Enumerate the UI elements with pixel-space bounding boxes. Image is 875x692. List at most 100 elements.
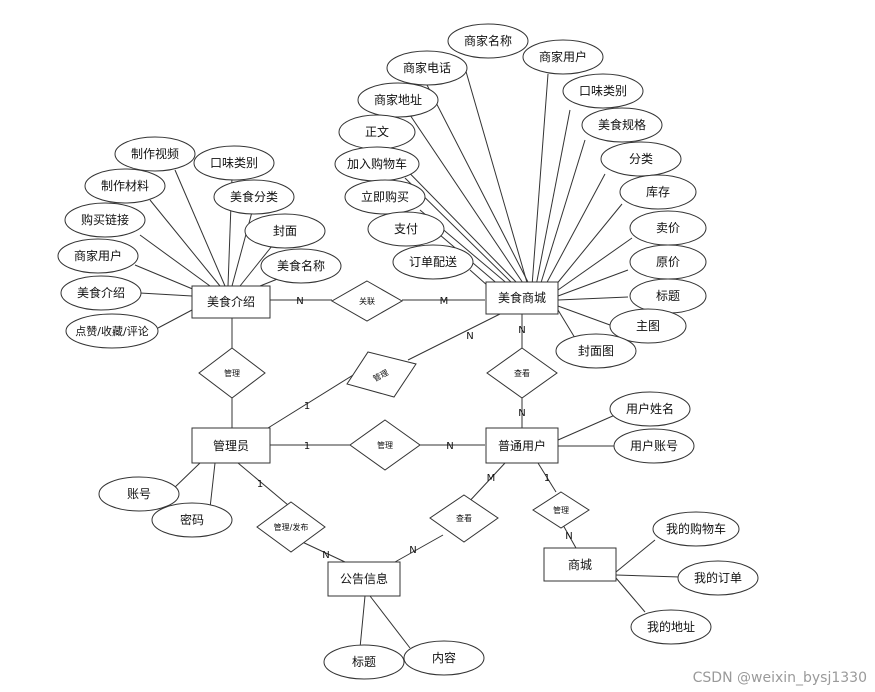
entity-meishishangcheng: 美食商城 bbox=[485, 281, 559, 315]
attr-intro-kouweileibie: 口味类别 bbox=[193, 145, 275, 181]
attr-mall-shangjiamingcheng: 商家名称 bbox=[447, 23, 529, 59]
attr-mall-dingdanpeisong: 订单配送 bbox=[392, 244, 474, 280]
attribute-label: 加入购物车 bbox=[347, 156, 407, 171]
attr-intro-meishifenlei: 美食分类 bbox=[213, 179, 295, 215]
attr-shop-wodedingdan: 我的订单 bbox=[677, 560, 759, 596]
attribute-label: 我的购物车 bbox=[666, 521, 726, 536]
attr-user-yonghuzhanghao: 用户账号 bbox=[613, 428, 695, 464]
attribute-label: 用户账号 bbox=[630, 438, 678, 453]
relationship-guanli-shop: 管理 bbox=[532, 491, 590, 529]
attr-mall-zhutu: 主图 bbox=[609, 308, 687, 344]
entity-label: 美食商城 bbox=[498, 290, 546, 305]
entity-label: 公告信息 bbox=[340, 571, 388, 586]
attribute-label: 卖价 bbox=[656, 221, 680, 235]
cardinality: 1 bbox=[544, 473, 550, 484]
relationship-label: 管理/发布 bbox=[274, 522, 309, 532]
relationship-label: 关联 bbox=[359, 296, 375, 306]
attr-mall-zhifu: 支付 bbox=[367, 211, 445, 247]
cardinality: M bbox=[440, 296, 449, 307]
attr-mall-biaoti: 标题 bbox=[629, 278, 707, 314]
attr-mall-fenlei: 分类 bbox=[600, 141, 682, 177]
attribute-label: 原价 bbox=[656, 255, 680, 269]
cardinality: N bbox=[446, 441, 453, 452]
attr-mall-fengmiantu: 封面图 bbox=[555, 333, 637, 369]
attribute-label: 分类 bbox=[629, 152, 653, 166]
attribute-label: 口味类别 bbox=[579, 84, 627, 98]
relationship-guanli-intro: 管理 bbox=[198, 347, 266, 399]
relationship-guanli-user: 管理 bbox=[349, 419, 421, 471]
relationship-label: 查看 bbox=[514, 368, 530, 378]
cardinality: N bbox=[466, 331, 473, 342]
attr-shop-wodedizhi: 我的地址 bbox=[630, 609, 712, 645]
attr-mall-kouweileibie: 口味类别 bbox=[562, 73, 644, 109]
attribute-label: 商家用户 bbox=[539, 49, 587, 64]
cardinality-labels: N M 1 N N N 1 N 1 N M N 1 N bbox=[257, 296, 573, 561]
attribute-label: 我的地址 bbox=[647, 619, 695, 634]
attribute-label: 订单配送 bbox=[409, 254, 457, 269]
entity-shangcheng: 商城 bbox=[543, 547, 617, 582]
attr-mall-shangjiayonghu: 商家用户 bbox=[522, 39, 604, 75]
attribute-label: 封面图 bbox=[578, 344, 614, 358]
relationship-label: 查看 bbox=[456, 513, 472, 523]
attr-mall-shangjiadizhi: 商家地址 bbox=[357, 82, 439, 118]
attr-intro-zhizuocailiao: 制作材料 bbox=[84, 168, 166, 204]
entity-label: 管理员 bbox=[213, 438, 249, 453]
attribute-label: 美食介绍 bbox=[77, 285, 125, 300]
attr-mall-kucun: 库存 bbox=[619, 174, 697, 210]
relationship-chakan-notice: 查看 bbox=[429, 494, 499, 543]
relationship-label: 管理 bbox=[377, 440, 393, 450]
cardinality: 1 bbox=[304, 441, 310, 452]
attr-intro-fengmian: 封面 bbox=[244, 213, 326, 249]
attribute-label: 点赞/收藏/评论 bbox=[75, 324, 148, 338]
attribute-label: 内容 bbox=[432, 650, 456, 665]
cardinality: N bbox=[565, 531, 572, 542]
attribute-label: 主图 bbox=[636, 319, 660, 333]
attr-intro-meishijieshao: 美食介绍 bbox=[60, 275, 142, 311]
attr-shop-wodegouwuche: 我的购物车 bbox=[652, 511, 740, 547]
entity-meishijieshao: 美食介绍 bbox=[191, 285, 271, 319]
connector-lines bbox=[134, 67, 681, 649]
cardinality: M bbox=[487, 473, 496, 484]
attr-mall-shangjiadianhua: 商家电话 bbox=[386, 50, 468, 86]
relationship-label: 管理 bbox=[553, 505, 569, 515]
attribute-label: 商家地址 bbox=[374, 92, 422, 107]
attribute-label: 账号 bbox=[127, 487, 151, 501]
attr-mall-meishiguige: 美食规格 bbox=[581, 107, 663, 143]
entity-putongyonghu: 普通用户 bbox=[485, 427, 559, 464]
watermark: CSDN @weixin_bysj1330 bbox=[692, 670, 867, 686]
attr-intro-zhizuoshipin: 制作视频 bbox=[114, 136, 196, 172]
cardinality: N bbox=[296, 296, 303, 307]
attribute-label: 商家名称 bbox=[464, 33, 512, 48]
relationship-label: 管理 bbox=[224, 368, 240, 378]
attribute-label: 商家电话 bbox=[403, 60, 451, 75]
entity-guanliyuan: 管理员 bbox=[191, 427, 271, 464]
attribute-label: 正文 bbox=[365, 124, 389, 139]
attribute-label: 用户姓名 bbox=[626, 401, 674, 416]
attr-intro-meishimingcheng: 美食名称 bbox=[260, 248, 342, 284]
cardinality: 1 bbox=[304, 401, 310, 412]
attr-admin-mima: 密码 bbox=[151, 502, 233, 538]
attribute-label: 购买链接 bbox=[81, 212, 129, 227]
attribute-label: 美食分类 bbox=[230, 189, 278, 204]
attribute-label: 美食规格 bbox=[598, 117, 646, 132]
attribute-label: 支付 bbox=[394, 222, 418, 236]
attribute-label: 商家用户 bbox=[74, 248, 122, 263]
relationship-guanli-mall: 管理 bbox=[346, 351, 417, 398]
attribute-label: 标题 bbox=[352, 655, 376, 669]
attr-user-yonghuxingming: 用户姓名 bbox=[609, 391, 691, 427]
attr-mall-maijia: 卖价 bbox=[629, 210, 707, 246]
cardinality: 1 bbox=[257, 479, 263, 490]
attr-mall-jiarugouwuche: 加入购物车 bbox=[334, 146, 420, 182]
attr-intro-dianzan: 点赞/收藏/评论 bbox=[65, 313, 159, 349]
attribute-label: 口味类别 bbox=[210, 156, 258, 170]
relationship-guanli-fabu: 管理/发布 bbox=[256, 501, 326, 553]
cardinality: N bbox=[518, 408, 525, 419]
attr-mall-zhengwen: 正文 bbox=[338, 114, 416, 150]
attr-notice-biaoti: 标题 bbox=[323, 644, 405, 680]
attr-intro-goumailianjie: 购买链接 bbox=[64, 202, 146, 238]
entity-label: 美食介绍 bbox=[207, 294, 255, 309]
attribute-label: 标题 bbox=[656, 289, 680, 303]
attribute-label: 制作视频 bbox=[131, 146, 179, 161]
